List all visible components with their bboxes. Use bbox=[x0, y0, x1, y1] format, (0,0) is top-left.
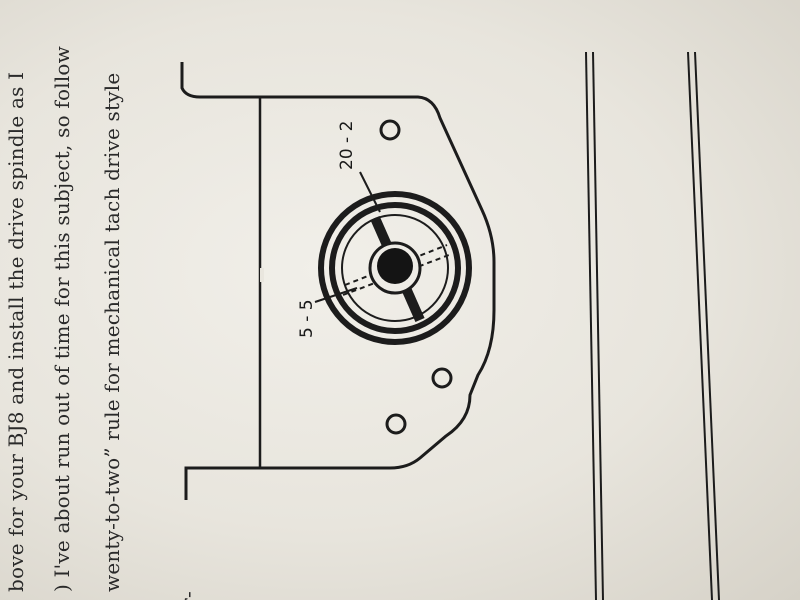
mount-hole-top bbox=[379, 119, 401, 141]
leader-line-left bbox=[314, 287, 358, 303]
label-20-2: 20 - 2 bbox=[337, 121, 357, 170]
spindle-center bbox=[377, 248, 413, 284]
drive-ring bbox=[329, 202, 461, 334]
rule-line-1b bbox=[592, 51, 604, 600]
flange-outline bbox=[180, 62, 496, 500]
rule-line-2a bbox=[687, 51, 713, 600]
mount-hole-mid bbox=[431, 367, 453, 389]
drive-inner-ring bbox=[341, 214, 449, 322]
leader-line-right bbox=[359, 171, 381, 213]
rule-line-2b bbox=[694, 51, 720, 600]
rule-line-1a bbox=[585, 51, 597, 600]
label-5-5: 5 - 5 bbox=[297, 299, 317, 338]
mount-hole-bottom bbox=[385, 413, 407, 435]
drive-outer-ring bbox=[318, 191, 472, 345]
